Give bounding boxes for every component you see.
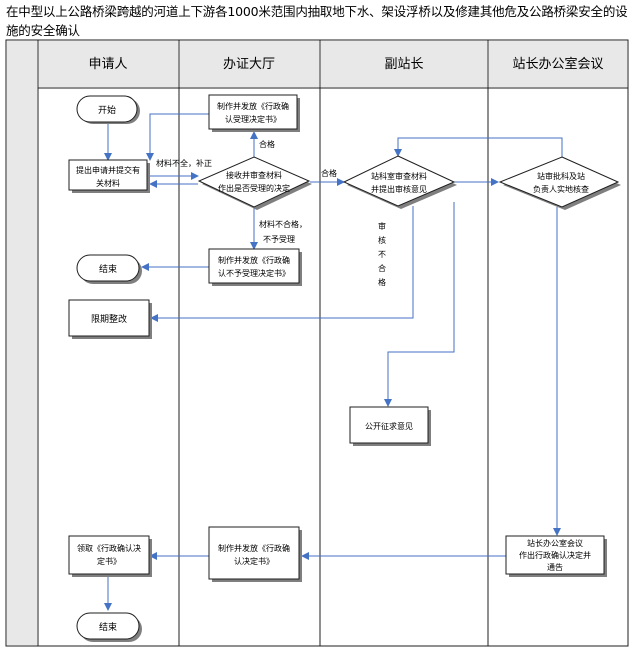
- label-qualified-right: 合格: [321, 168, 337, 178]
- submit-label-line2: 关材料: [96, 178, 120, 188]
- public-opinion-label: 公开征求意见: [365, 421, 413, 431]
- rectify-label: 限期整改: [91, 313, 127, 325]
- rectify-box: 限期整改: [68, 299, 152, 339]
- audit-fail-char-1: 审: [378, 221, 386, 231]
- audit-fail-char-2: 核: [378, 235, 386, 245]
- review-decision-diamond: 接收并审查材料 作出是否受理的决定: [197, 156, 312, 210]
- submit-application-box: 提出申请并提交有 关材料: [68, 159, 150, 193]
- receive-line2: 定书》: [97, 556, 121, 566]
- start-label: 开始: [98, 104, 116, 116]
- reject-notice-line1: 制作并发放《行政确: [218, 255, 290, 265]
- end1-label: 结束: [99, 263, 117, 275]
- label-incomplete: 材料不全，补正: [156, 158, 212, 168]
- review-line2: 作出是否受理的决定: [218, 183, 290, 193]
- lane-header-hall: 办证大厅: [223, 57, 275, 72]
- diagram-title: 在中型以上公路桥梁跨越的河道上下游各1000米范围内抽取地下水、架设浮桥以及修建…: [6, 4, 628, 38]
- lane-header-office: 站长办公室会议: [512, 56, 603, 72]
- end2-label: 结束: [99, 621, 117, 633]
- audit-fail-char-5: 格: [378, 277, 386, 287]
- deputy-review-line2: 并提出审核意见: [371, 184, 427, 194]
- meeting-line2: 作出行政确认决定并: [519, 550, 591, 560]
- accept-notice-line2: 认受理决定书》: [225, 114, 281, 124]
- site-check-line2: 负责人实地核查: [533, 184, 589, 194]
- deputy-review-diamond: 站科室审查材料 并提出审核意见: [342, 155, 457, 209]
- audit-fail-char-4: 合: [378, 263, 386, 273]
- receive-decision-box: 领取《行政确认决 定书》: [68, 535, 152, 577]
- end-terminal-2: 结束: [76, 612, 142, 642]
- lane-header-deputy: 副站长: [384, 57, 423, 72]
- lane-header-applicant: 申请人: [88, 57, 127, 72]
- label-unqualified-1: 材料不合格，: [259, 219, 307, 229]
- issue-decision-line2: 认决定书》: [234, 556, 274, 566]
- label-qualified-up: 合格: [259, 139, 275, 149]
- label-audit-fail: 审 核 不 合 格: [378, 221, 386, 287]
- submit-label-line1: 提出申请并提交有: [76, 165, 140, 175]
- review-line1: 接收并审查材料: [226, 170, 282, 180]
- accept-notice-line1: 制作并发放《行政确: [217, 101, 289, 111]
- office-meeting-box: 站长办公室会议 作出行政确认决定并 通告: [505, 535, 607, 577]
- meeting-line3: 通告: [547, 562, 563, 572]
- end-terminal-1: 结束: [76, 254, 142, 284]
- receive-line1: 领取《行政确认决: [77, 543, 141, 553]
- lane-header-borders: [37, 40, 628, 646]
- reject-notice-line2: 认不予受理决定书》: [218, 268, 290, 278]
- site-check-diamond: 站审批科及站 负责人实地核查: [498, 156, 621, 210]
- meeting-line1: 站长办公室会议: [527, 538, 583, 548]
- site-check-line1: 站审批科及站: [537, 171, 585, 181]
- issue-decision-line1: 制作并发放《行政确: [218, 543, 290, 553]
- public-opinion-box: 公开征求意见: [349, 406, 431, 446]
- audit-fail-char-3: 不: [378, 250, 386, 259]
- issue-decision-box: 制作并发放《行政确 认决定书》: [208, 526, 302, 582]
- reject-notice-box: 制作并发放《行政确 认不予受理决定书》: [208, 248, 302, 286]
- deputy-review-line1: 站科室审查材料: [371, 171, 427, 181]
- lane-header-shading: [7, 41, 627, 645]
- accept-notice-box: 制作并发放《行政确 认受理决定书》: [208, 94, 300, 132]
- connector-lines: [104, 113, 563, 611]
- start-terminal: 开始: [76, 95, 140, 124]
- label-unqualified-2: 不予受理: [263, 234, 295, 244]
